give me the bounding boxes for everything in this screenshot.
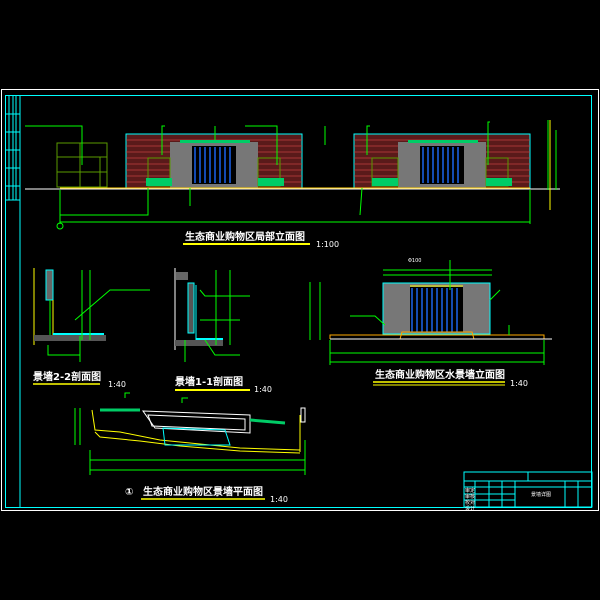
title-block xyxy=(463,471,593,508)
water-wall-title: 生态商业购物区水景墙立面图 xyxy=(375,368,505,381)
title-block-row: 校对 xyxy=(465,499,475,506)
water-wall-scale: 1:40 xyxy=(510,379,528,388)
section-1-1-scale: 1:40 xyxy=(254,385,272,394)
water-wall-note: Φ100 xyxy=(408,258,421,264)
title-block-row: 审定 xyxy=(465,487,475,494)
brick-wall-right xyxy=(353,133,531,189)
plan-marker: ① xyxy=(125,487,133,498)
section-2-2-drawing: 景墙2-2剖面图 1:40 xyxy=(33,268,150,389)
drawing-name: 景墙详图 xyxy=(531,491,551,498)
section-1-1-title: 景墙1-1剖面图 xyxy=(175,375,243,388)
section-2-2-scale: 1:40 xyxy=(108,380,126,389)
section-1-1-drawing: 景墙1-1剖面图 1:40 xyxy=(174,268,272,394)
inner-frame xyxy=(5,95,592,508)
water-wall-elevation-drawing: Φ100 生态商业购物区水景墙立面图 1:40 xyxy=(309,258,552,388)
left-strip xyxy=(5,96,21,507)
brick-wall-left xyxy=(125,133,303,189)
title-block-row: 审核 xyxy=(465,493,475,500)
partial-elevation-title: 生态商业购物区局部立面图 xyxy=(185,230,305,243)
partial-elevation-drawing: 生态商业购物区局部立面图 1:100 xyxy=(25,120,560,249)
section-2-2-title: 景墙2-2剖面图 xyxy=(33,370,101,383)
outer-frame xyxy=(1,89,599,511)
plan-drawing: ① 生态商业购物区景墙平面图 1:40 xyxy=(74,392,306,504)
partial-elevation-scale: 1:100 xyxy=(316,240,339,249)
plan-scale: 1:40 xyxy=(270,495,288,504)
axis-marker-icon xyxy=(56,222,64,230)
title-block-row: 设计 xyxy=(465,505,475,512)
plan-title: 生态商业购物区景墙平面图 xyxy=(143,485,263,498)
